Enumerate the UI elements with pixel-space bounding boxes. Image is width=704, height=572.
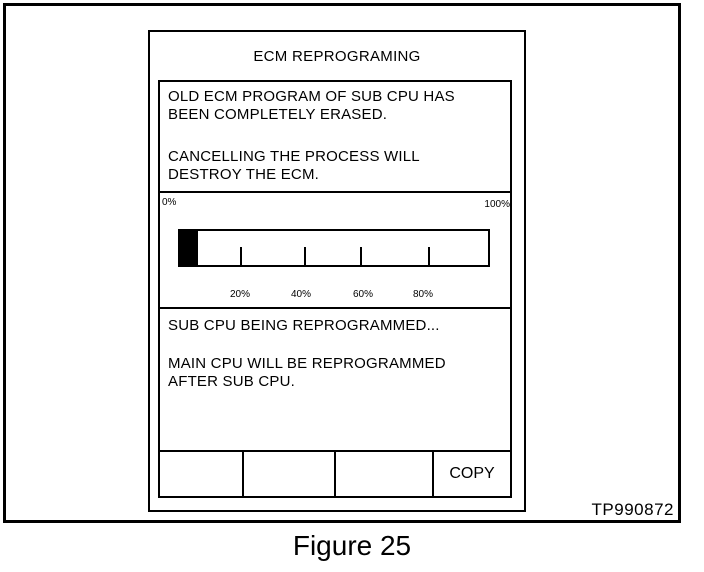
soft-key-2[interactable] (244, 452, 336, 496)
copy-button[interactable]: COPY (434, 452, 510, 496)
soft-key-1[interactable] (160, 452, 244, 496)
progress-tick-60 (360, 247, 362, 265)
progress-tick-40 (304, 247, 306, 265)
status-line-2: MAIN CPU WILL BE REPROGRAMMED (168, 355, 446, 372)
figure-frame (3, 3, 681, 523)
screen-title: ECM REPROGRAMING (253, 48, 421, 65)
warning-line-3: CANCELLING THE PROCESS WILL (168, 148, 420, 165)
progress-tick-20 (240, 247, 242, 265)
soft-key-3[interactable] (336, 452, 434, 496)
progress-tick-80 (428, 247, 430, 265)
progress-label-start: 0% (162, 197, 177, 208)
progress-tick-label-20: 20% (230, 289, 251, 300)
progress-tick-label-40: 40% (291, 289, 312, 300)
progress-bar (178, 229, 490, 267)
soft-key-row: COPY (158, 450, 512, 498)
figure-caption: Figure 25 (292, 530, 412, 561)
warning-line-2: BEEN COMPLETELY ERASED. (168, 106, 388, 123)
status-panel: SUB CPU BEING REPROGRAMMED... MAIN CPU W… (158, 307, 512, 452)
progress-tick-label-80: 80% (413, 289, 434, 300)
warning-line-4: DESTROY THE ECM. (168, 166, 320, 183)
warning-line-1: OLD ECM PROGRAM OF SUB CPU HAS (168, 88, 455, 105)
status-line-3: AFTER SUB CPU. (168, 373, 295, 390)
progress-label-end: 100% (484, 199, 510, 210)
warning-panel: OLD ECM PROGRAM OF SUB CPU HAS BEEN COMP… (158, 80, 512, 193)
scan-tool-screen: ECM REPROGRAMING (148, 30, 526, 512)
progress-tick-label-60: 60% (353, 289, 374, 300)
progress-bar-fill (180, 231, 199, 265)
progress-panel: 0% 100% 20% 40% 60% 80% (158, 191, 512, 309)
figure-id: TP990872 (591, 500, 674, 519)
status-line-1: SUB CPU BEING REPROGRAMMED... (168, 317, 440, 334)
